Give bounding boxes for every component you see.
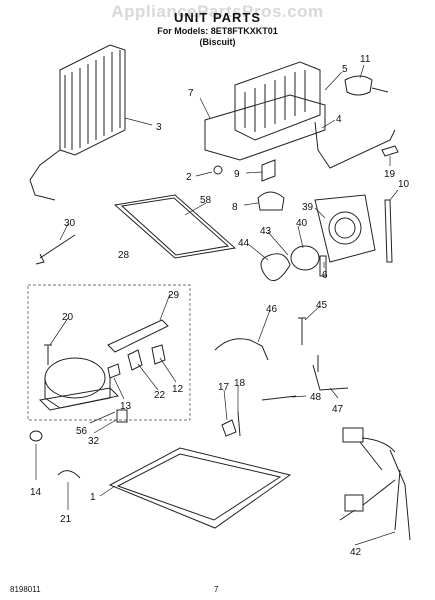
callout-9: 9 — [234, 169, 240, 180]
callout-48: 48 — [310, 392, 322, 403]
part-40-motor — [290, 245, 320, 271]
compressor — [38, 357, 120, 411]
callout-18: 18 — [234, 378, 246, 389]
part-58-drain-pan — [113, 194, 237, 259]
part-6-bracket — [319, 255, 327, 277]
callout-3: 3 — [156, 122, 162, 133]
part-32-capacitor — [116, 409, 128, 423]
callout-17: 17 — [218, 382, 230, 393]
callout-28: 28 — [118, 250, 130, 261]
part-44-fan-blade — [260, 253, 291, 282]
callout-29: 29 — [168, 290, 180, 301]
part-1-base — [108, 447, 292, 529]
part-42-wiring-harness — [339, 427, 411, 541]
callout-40: 40 — [296, 218, 308, 229]
callout-11: 11 — [360, 54, 371, 65]
callout-42: 42 — [350, 547, 362, 558]
watermark: AppliancePartsPros.com — [111, 2, 324, 21]
callout-8: 8 — [232, 202, 238, 213]
part-39-shroud — [314, 194, 376, 263]
callout-21: 21 — [60, 514, 72, 525]
part-46-hose — [214, 338, 269, 361]
callout-45: 45 — [316, 300, 328, 311]
callout-13: 13 — [120, 401, 132, 412]
callout-58: 58 — [200, 195, 212, 206]
part-12-overload — [151, 344, 166, 365]
part-45-bolt — [298, 317, 306, 345]
part-11-cap — [344, 75, 373, 96]
doc-number: 8198011 — [10, 585, 41, 594]
leader-lines — [35, 64, 399, 546]
callout-43: 43 — [260, 226, 272, 237]
compressor-group-boundary — [27, 284, 191, 421]
callout-6: 6 — [322, 270, 328, 281]
callout-44: 44 — [238, 238, 250, 249]
page-number: 7 — [214, 585, 219, 594]
part-21-tube — [57, 470, 81, 479]
part-47-tube — [312, 355, 349, 391]
part-9-bracket — [261, 159, 276, 182]
part-2-screw — [213, 165, 223, 175]
models-line: For Models: 8ET8FTKXKT01 — [157, 26, 278, 36]
part-14-grommet — [29, 430, 43, 442]
part-30-heater — [35, 234, 76, 265]
part-8-fan — [257, 191, 285, 211]
callout-14: 14 — [30, 487, 42, 498]
callout-32: 32 — [88, 436, 100, 447]
callout-1: 1 — [90, 492, 96, 503]
part-10-strip — [384, 199, 393, 263]
part-22-relay — [127, 349, 143, 371]
callout-46: 46 — [266, 304, 278, 315]
condenser-coil — [29, 44, 126, 201]
callout-5: 5 — [342, 64, 348, 75]
color-line: (Biscuit) — [199, 37, 236, 47]
callout-10: 10 — [398, 179, 410, 190]
callout-39: 39 — [302, 202, 314, 213]
part-29-capillary — [107, 319, 169, 353]
part-13-clip — [107, 363, 121, 379]
part-19-clip — [381, 145, 399, 157]
callout-47: 47 — [332, 404, 344, 415]
callout-19: 19 — [384, 169, 396, 180]
callout-30: 30 — [64, 218, 76, 229]
callout-22: 22 — [154, 390, 166, 401]
callout-4: 4 — [336, 114, 342, 125]
callout-2: 2 — [186, 172, 192, 183]
part-4-wire — [314, 121, 396, 169]
evaporator-assembly — [204, 61, 326, 161]
part-18-screw — [237, 411, 241, 437]
callout-20: 20 — [62, 312, 74, 323]
page-title: UNIT PARTS — [173, 10, 262, 25]
callout-7: 7 — [188, 88, 194, 99]
part-48-rod — [261, 395, 297, 401]
callout-56: 56 — [76, 426, 88, 437]
part-17-fastener — [221, 419, 237, 437]
part-20-bolt — [44, 344, 52, 365]
callout-12: 12 — [172, 384, 184, 395]
